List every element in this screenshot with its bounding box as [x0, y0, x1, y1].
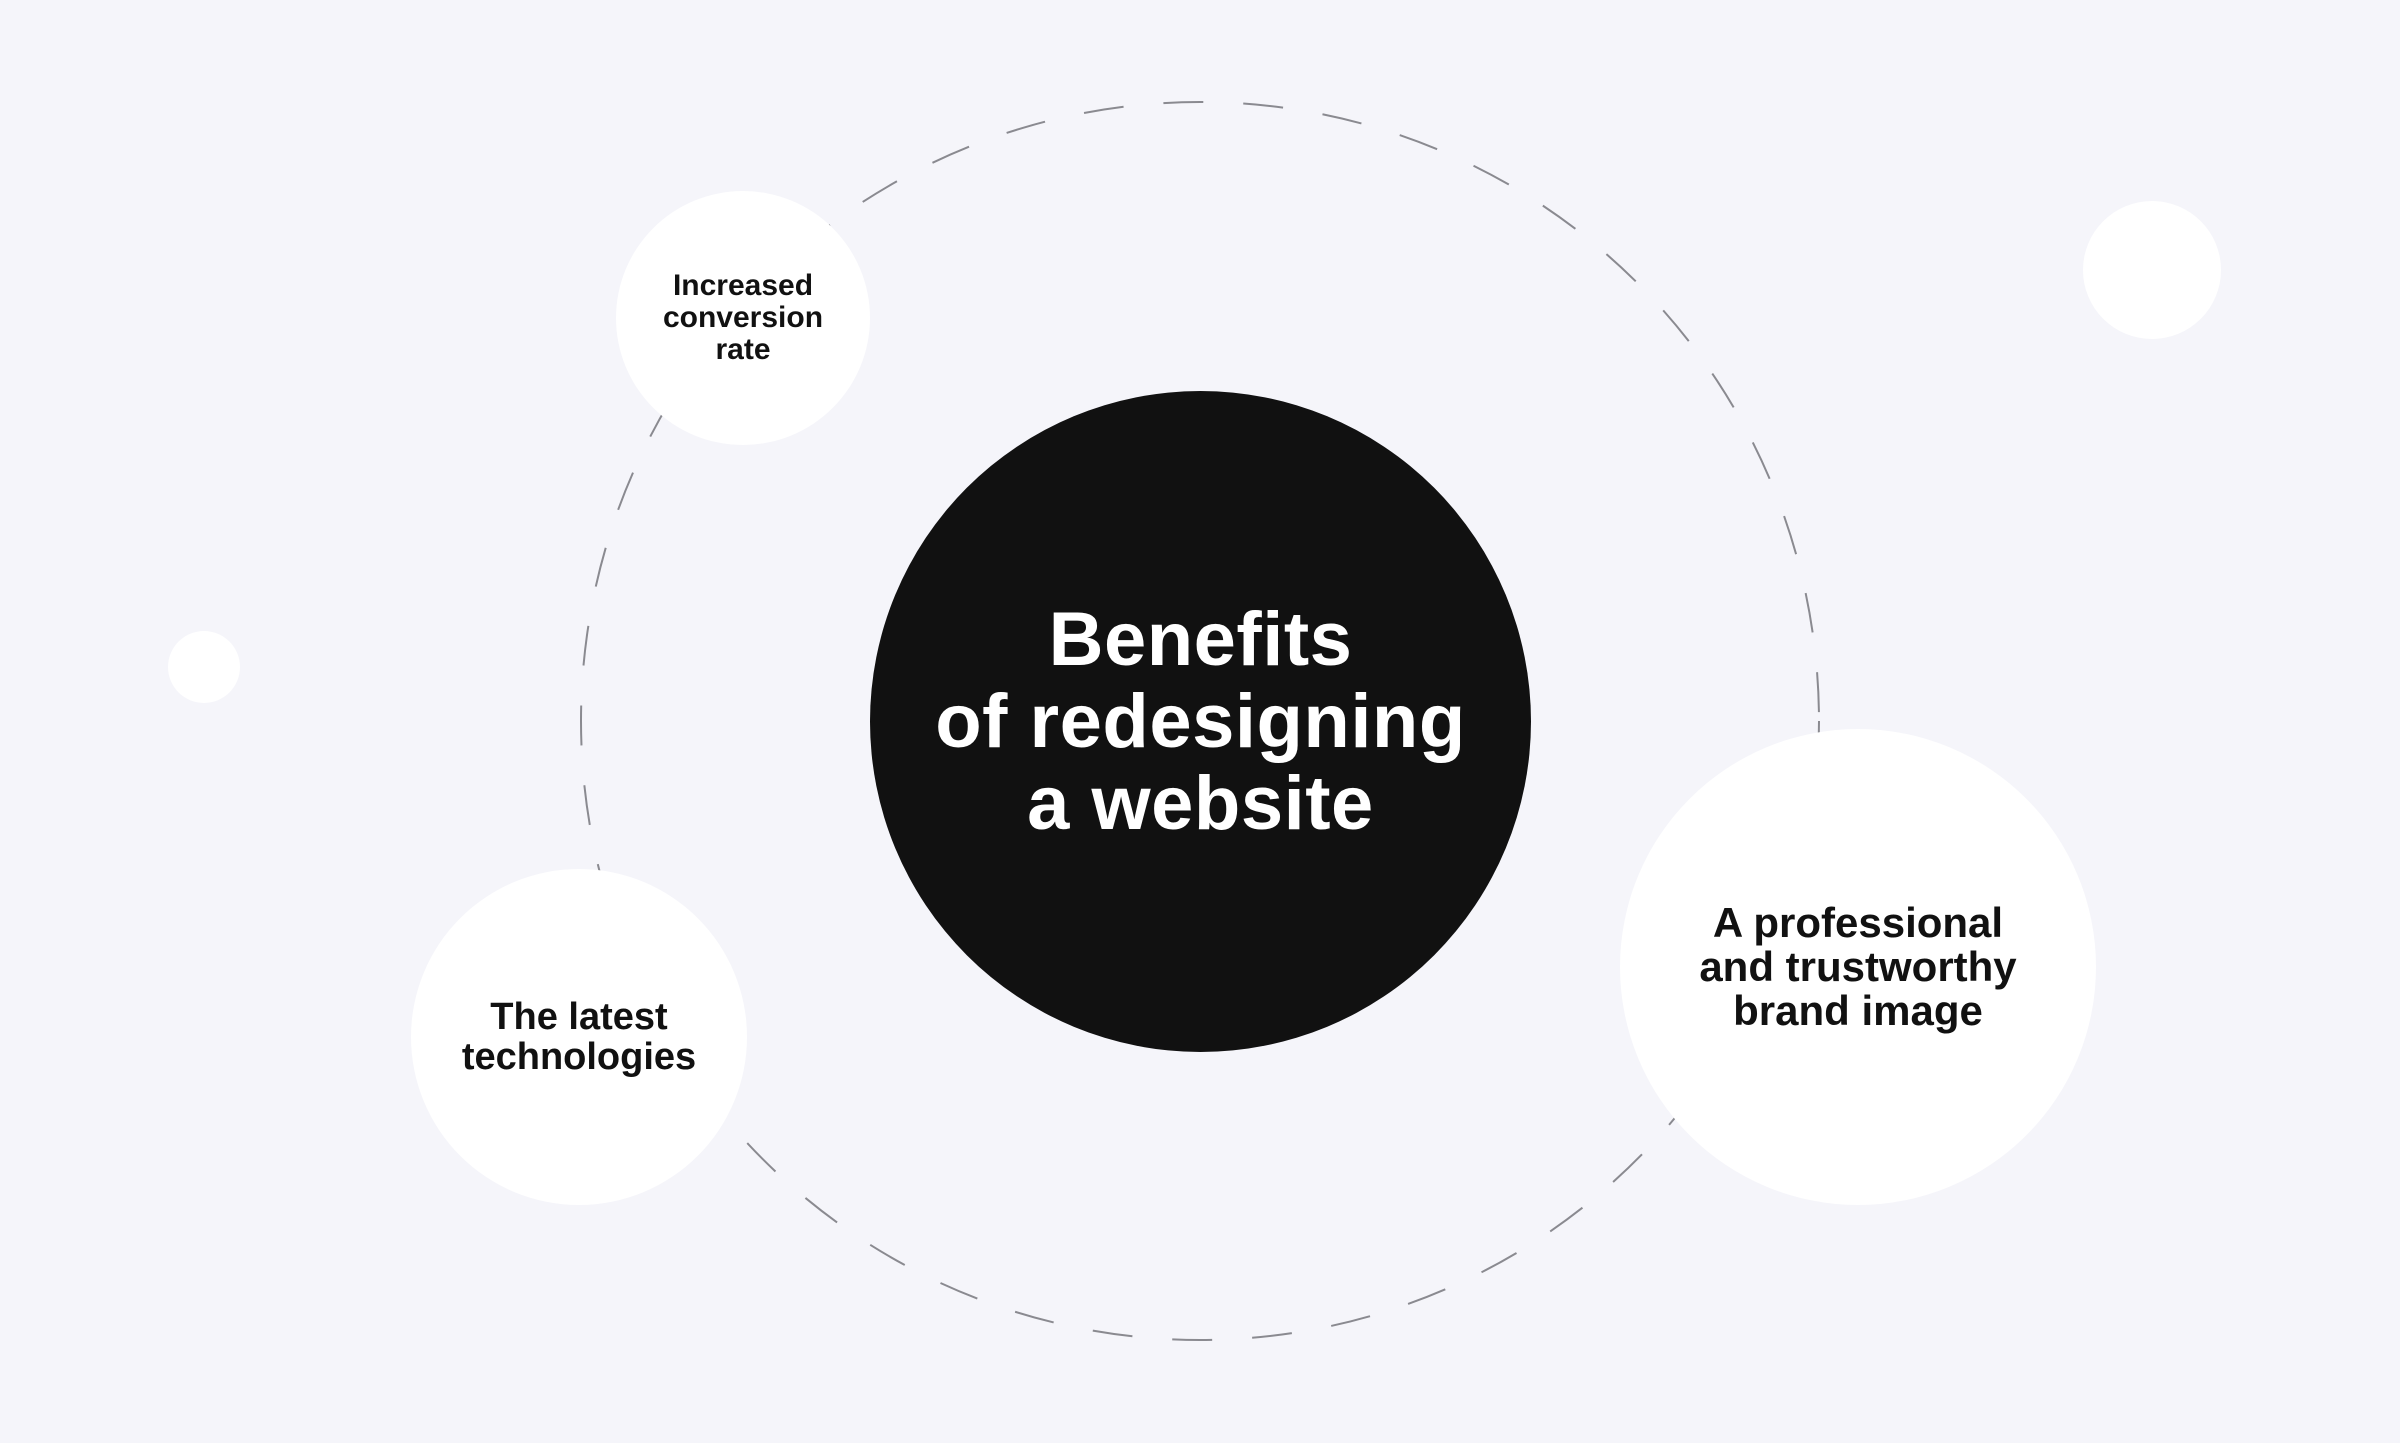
benefit-label: A professional and trustworthy brand ima…	[1699, 899, 2017, 1034]
center-topic-circle: Benefits of redesigning a website	[870, 391, 1531, 1052]
benefit-circle-brand-image: A professional and trustworthy brand ima…	[1620, 729, 2096, 1205]
benefit-circle-conversion: Increased conversion rate	[616, 191, 870, 445]
decorative-dot-top-right	[2083, 201, 2221, 339]
center-topic-title: Benefits of redesigning a website	[935, 596, 1466, 846]
decorative-dot-left	[168, 631, 240, 703]
benefit-label: Increased conversion rate	[662, 269, 824, 366]
benefit-circle-technologies: The latest technologies	[411, 869, 747, 1205]
benefit-label: The latest technologies	[461, 996, 697, 1078]
